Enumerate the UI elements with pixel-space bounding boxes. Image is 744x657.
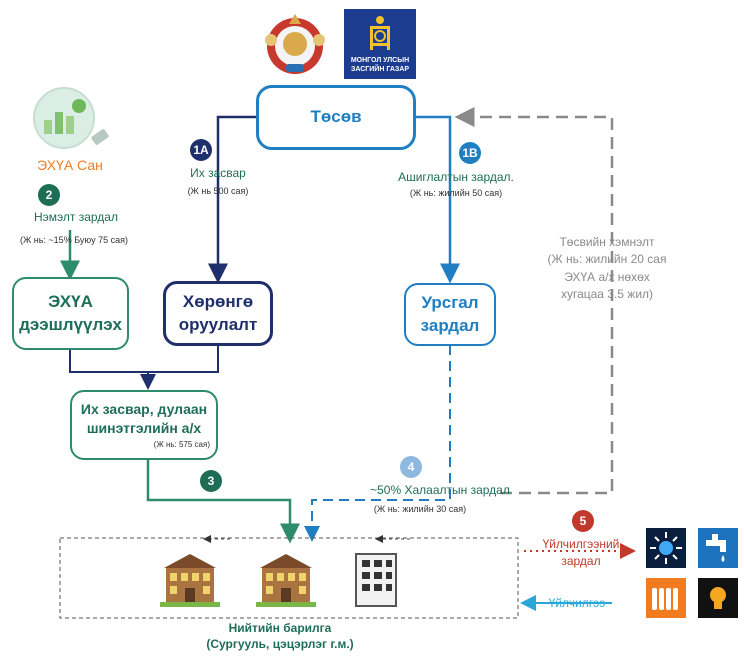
gov-label-1: МОНГОЛ УЛСЫН <box>350 57 410 64</box>
public-building-label: Нийтийн барилга (Сургууль, цэцэрлэг г.м.… <box>180 620 380 652</box>
gov-label-2: ЗАСГИЙН ГАЗАР <box>350 66 410 73</box>
badge-1b: 1B <box>459 142 481 164</box>
public-line-2: (Сургууль, цэцэрлэг г.м.) <box>206 637 354 652</box>
government-logo: МОНГОЛ УЛСЫН ЗАСГИЙН ГАЗАР <box>344 9 416 79</box>
repair-line-2: шинэтгэлийн а/х <box>86 420 202 437</box>
green-bulb-icon <box>22 84 118 154</box>
ee-line-2: дээшлүүлэх <box>19 314 122 334</box>
repair-line-1: Их засвар, дулаан <box>80 400 208 417</box>
capinv-line-1: Хөрөнгө <box>182 291 254 311</box>
merge-capinv-line <box>148 345 219 373</box>
current-line-1: Урсгал <box>421 292 479 312</box>
electricity-tile <box>698 578 738 618</box>
current-expenses-box: Урсгал зардал <box>404 283 496 346</box>
office-building-icon <box>348 548 404 610</box>
ee-line-1: ЭХҮА <box>48 291 93 311</box>
water-tap-icon <box>706 534 726 562</box>
flow-4-line <box>304 345 451 542</box>
badge-5: 5 <box>572 510 594 532</box>
capital-investment-box: Хөрөнгө оруулалт <box>163 281 273 346</box>
flow-1b-line <box>416 115 460 284</box>
flow-2-note: (Ж нь: ~15% Буюу 75 сая) <box>19 235 129 245</box>
state-emblem-logo <box>262 10 328 78</box>
radiator-tile <box>646 578 686 618</box>
light-bulb-icon <box>710 587 726 609</box>
flow-3-line <box>146 460 300 544</box>
savings-line-4: хугацаа 3.5 жил) <box>560 287 654 302</box>
flow-1a-label: Их засвар <box>190 166 246 180</box>
flow-2-label: Нэмэлт зардал <box>34 210 118 224</box>
flow-5-line-2: зардал <box>561 554 601 569</box>
capital-repair-box: Их засвар, дулаан шинэтгэлийн а/х (Ж нь:… <box>70 390 218 460</box>
school-building-icon-1 <box>158 546 222 610</box>
building-area <box>59 537 519 619</box>
budget-label: Төсөв <box>310 107 362 127</box>
flow-5-label: Үйлчилгээний зардал <box>522 536 640 571</box>
fund-name: ЭХҮА Сан <box>37 157 103 173</box>
savings-line-1: Төсвийн хэмнэлт <box>559 235 655 249</box>
service-label: Үйлчилгээ <box>548 596 606 610</box>
flow-4-note: (Ж нь: жилийн 30 сая) <box>373 504 467 514</box>
flow-1a-line <box>208 115 256 284</box>
capinv-line-2: оруулалт <box>178 314 258 334</box>
flow-1b-label: Ашиглалтын зардал. <box>398 170 514 184</box>
savings-line <box>454 107 614 495</box>
savings-line-2: (Ж нь: жилийн 20 сая <box>547 252 667 267</box>
ee-improvement-box: ЭХҮА дээшлүүлэх <box>12 277 129 350</box>
budget-box: Төсөв <box>256 85 416 150</box>
badge-2: 2 <box>38 184 60 206</box>
gas-flame-icon <box>650 532 682 564</box>
badge-1a: 1A <box>190 139 212 161</box>
public-line-1: Нийтийн барилга <box>228 621 332 635</box>
flow-1b-note: (Ж нь: жилийн 50 сая) <box>409 188 503 198</box>
soyombo-icon <box>370 16 390 50</box>
water-tile <box>698 528 738 568</box>
heating-tile <box>646 528 686 568</box>
badge-3: 3 <box>200 470 222 492</box>
merge-ee-line <box>69 350 156 390</box>
flow-5-line-1: Үйлчилгээний <box>542 537 620 551</box>
radiator-icon <box>652 588 678 610</box>
savings-line-3: ЭХҮА а/х нөхөх <box>564 269 650 284</box>
flow-1a-note: (Ж нь 500 сая) <box>187 186 249 196</box>
flow-4-label: ~50% Халаалтын зардал <box>370 483 510 497</box>
repair-note: (Ж нь: 575 сая) <box>153 440 210 449</box>
badge-4: 4 <box>400 456 422 478</box>
current-line-2: зардал <box>420 315 480 335</box>
savings-label: Төсвийн хэмнэлт (Ж нь: жилийн 20 сая ЭХҮ… <box>517 234 697 304</box>
school-building-icon-2 <box>254 546 318 610</box>
